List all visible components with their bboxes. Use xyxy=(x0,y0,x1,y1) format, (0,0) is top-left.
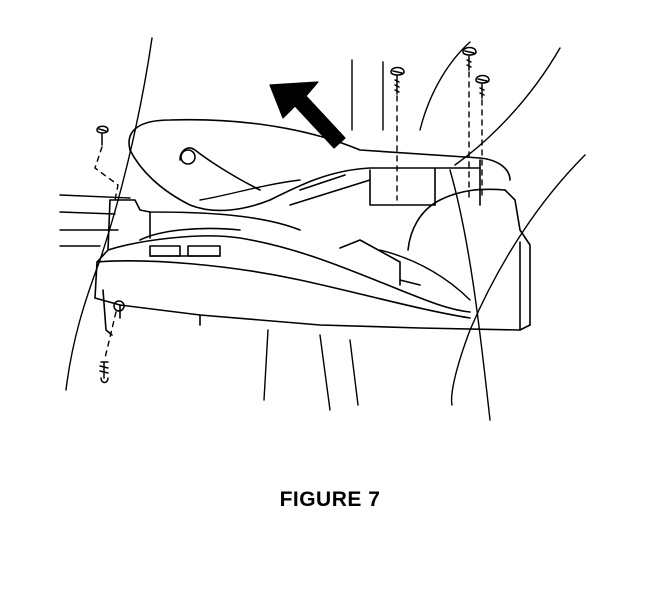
console-removal-diagram xyxy=(0,0,672,470)
background-panel-lines xyxy=(60,38,585,420)
console-upper-trim xyxy=(129,120,510,211)
screw-icon xyxy=(97,48,489,383)
arrow-up-left-icon xyxy=(270,82,345,148)
figure-caption: FIGURE 7 xyxy=(279,488,381,511)
console-body xyxy=(95,189,530,335)
fastener-alignment-lines xyxy=(95,72,482,358)
